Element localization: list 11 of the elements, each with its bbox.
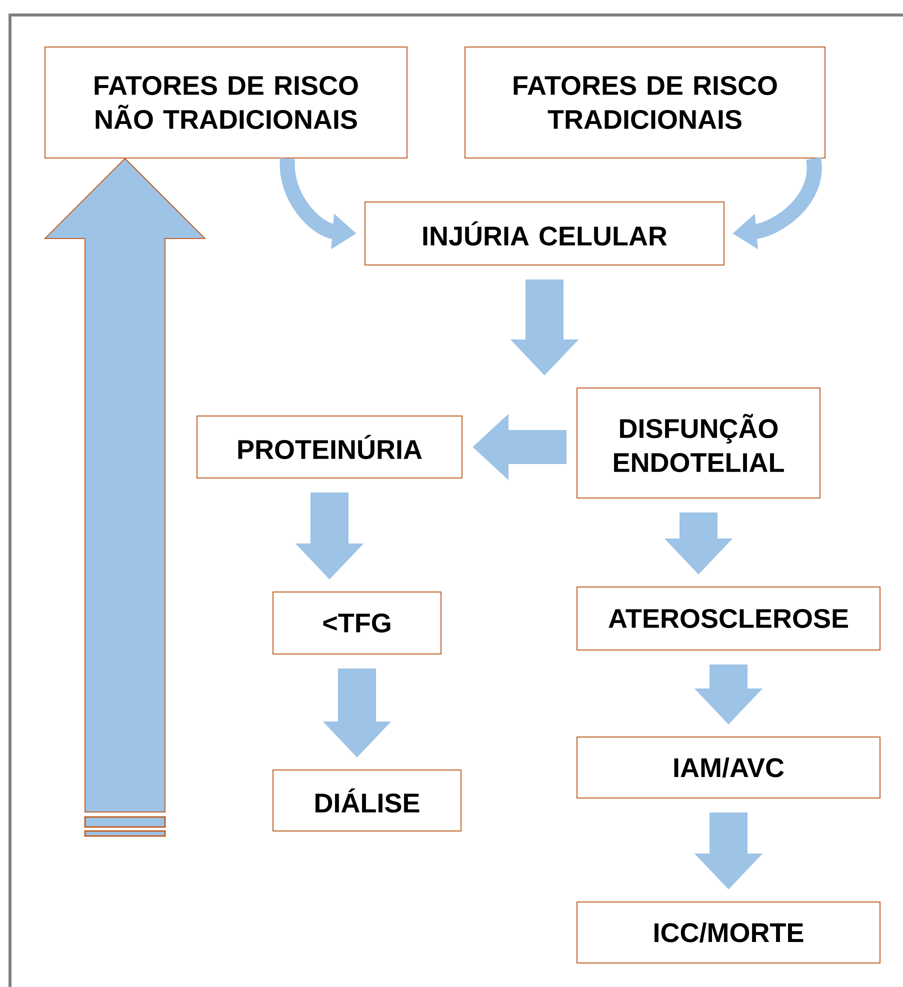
text-box: IAM/AVC [576, 736, 880, 798]
text-box: DIÁLISE [272, 770, 462, 832]
text-box: ICC/MORTE [576, 902, 880, 964]
text-box: FATORES DE RISCO NÃO TRADICIONAIS [44, 46, 408, 158]
text-box: FATORES DE RISCO TRADICIONAIS [464, 46, 826, 158]
text-box: INJÚRIA CELULAR [364, 202, 724, 266]
text-box: ATEROSCLEROSE [576, 586, 880, 650]
block-arrow [44, 158, 206, 812]
text-box: PROTEINÚRIA [196, 416, 462, 478]
text-box: <TFG [272, 592, 442, 654]
text-box: DISFUNÇÃO ENDOTELIAL [576, 388, 820, 498]
